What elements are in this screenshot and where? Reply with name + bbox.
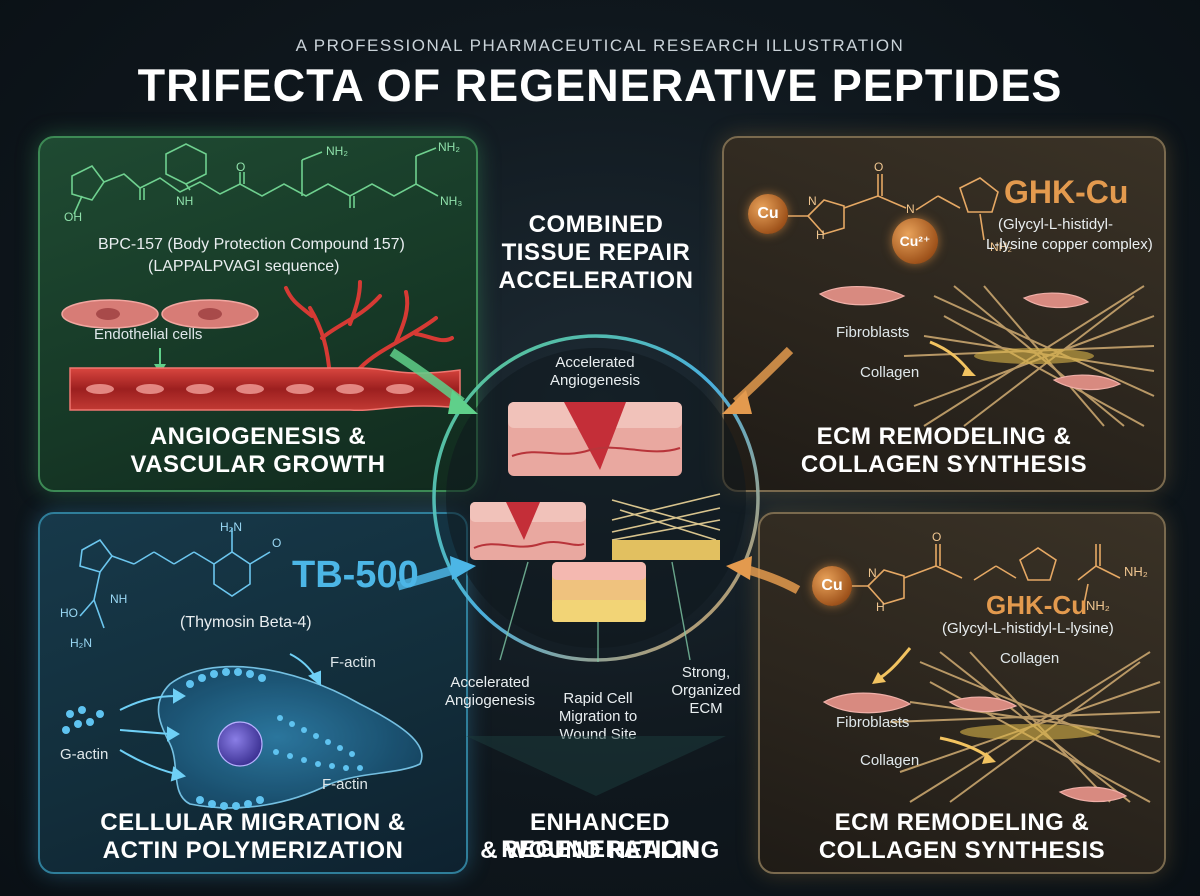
center-label-mid-line2: Migration to bbox=[558, 708, 638, 725]
ghk-bottom-chem-nh2-b: NH₂ bbox=[1086, 598, 1110, 613]
page-title: TRIFECTA OF REGENERATIVE PEPTIDES bbox=[137, 60, 1063, 111]
ghk-bottom-collagen-top-label: Collagen bbox=[1000, 650, 1060, 667]
tb-caption-line2: ACTIN POLYMERIZATION bbox=[102, 837, 404, 864]
cu-badge: Cu bbox=[748, 194, 788, 234]
ghk-bottom-desc: (Glycyl-L-histidyl-L-lysine) bbox=[942, 620, 1114, 637]
tb-brand: TB-500 bbox=[292, 554, 419, 596]
tb-chem-ho: HO bbox=[60, 606, 78, 620]
center-top-label-line2: Angiogenesis bbox=[549, 372, 641, 389]
ghk-top-fibroblasts-label: Fibroblasts bbox=[836, 324, 910, 341]
tissue-block-right bbox=[611, 493, 721, 560]
ghk-top-chem-n: N bbox=[808, 194, 817, 208]
center-top-label-line1: Accelerated bbox=[555, 354, 635, 371]
ghk-bottom-chem-h: H bbox=[876, 600, 885, 614]
tb-panel: HO H₂N NH H₂N O TB-500 (Thymosin Beta-4) bbox=[38, 512, 468, 874]
ghk-top-panel: Cu N H O N NH₂ Cu²⁺ GHK-Cu (Glycyl-L-his… bbox=[722, 136, 1166, 492]
tb-chem-o: O bbox=[272, 536, 282, 550]
tissue-block-left bbox=[470, 502, 586, 560]
tb-desc: (Thymosin Beta-4) bbox=[180, 614, 312, 631]
center-label-left-line2: Angiogenesis bbox=[444, 692, 536, 709]
ghk-bottom-brand: GHK-Cu bbox=[986, 590, 1088, 620]
bpc-chem-label-nh: NH bbox=[176, 194, 194, 208]
ghk-bottom-chem-o: O bbox=[932, 530, 942, 544]
bpc-structure-diagram bbox=[71, 143, 439, 215]
ghk-bottom-collagen-illustration bbox=[822, 647, 1161, 803]
center-label-right-line1: Strong, bbox=[681, 664, 731, 681]
tb-chem-h2n-b: H₂N bbox=[220, 520, 242, 534]
ghk-bottom-chem-n: N bbox=[868, 566, 877, 580]
tb-chem-h2n-a: H₂N bbox=[70, 636, 92, 650]
bpc-chem-label-nh2-a: NH₂ bbox=[326, 144, 348, 158]
tb-chem-nh: NH bbox=[110, 592, 128, 606]
blood-vessel-illustration bbox=[69, 280, 461, 412]
center-caption-line2: & WOUND HEALING bbox=[480, 837, 720, 864]
ghk-top-chem-nh2: NH₂ bbox=[990, 240, 1012, 254]
bpc-caption-line2: VASCULAR GROWTH bbox=[130, 451, 386, 478]
ghk-top-desc-line2: L-lysine copper complex) bbox=[986, 236, 1153, 253]
center-heading-line2: TISSUE REPAIR bbox=[501, 239, 691, 266]
ghk-top-desc-line1: (Glycyl-L-histidyl- bbox=[998, 216, 1114, 233]
ghk-bottom-panel: Cu N H O NH₂ NH₂ GHK-Cu (Glycyl-L-histid… bbox=[758, 512, 1166, 874]
bpc-name: BPC-157 (Body Protection Compound 157) bbox=[98, 236, 405, 253]
center-label-right-line3: ECM bbox=[689, 700, 723, 717]
bpc-chem-label-oh: OH bbox=[64, 210, 82, 224]
bpc-chem-label-o: O bbox=[236, 160, 246, 174]
endothelial-cells-illustration bbox=[61, 299, 259, 329]
bpc-chem-label-nh2-b: NH₂ bbox=[438, 140, 460, 154]
ghk-top-collagen-illustration bbox=[818, 285, 1155, 427]
bpc-panel: OH O NH NH₂ NH₂ NH₃ BPC-157 (Body Protec… bbox=[38, 136, 478, 492]
center-label-left-line1: Accelerated bbox=[450, 674, 530, 691]
orange-flow-arrowhead-bottom bbox=[726, 556, 752, 580]
ghk-bottom-caption-line1: ECM REMODELING & bbox=[834, 809, 1090, 836]
tissue-block-bottom bbox=[552, 562, 646, 622]
bpc-caption-line1: ANGIOGENESIS & bbox=[149, 423, 367, 450]
tissue-block-top bbox=[508, 402, 682, 476]
center-down-arrow bbox=[466, 736, 726, 796]
factin-bottom-label: F-actin bbox=[322, 776, 368, 793]
gactin-label: G-actin bbox=[60, 746, 109, 763]
center-heading-line1: COMBINED bbox=[528, 211, 664, 238]
center-label-mid-line1: Rapid Cell bbox=[563, 690, 633, 707]
actin-cell-illustration bbox=[62, 653, 423, 810]
cu-badge-bottom: Cu bbox=[812, 566, 852, 606]
ghk-top-chem-o: O bbox=[874, 160, 884, 174]
ghk-top-caption-line1: ECM REMODELING & bbox=[816, 423, 1072, 450]
ghk-bottom-caption-line2: COLLAGEN SYNTHESIS bbox=[818, 837, 1106, 864]
bpc-chem-label-nh3: NH₃ bbox=[440, 194, 463, 208]
center-caption-line1: ENHANCED REGENERATION bbox=[501, 809, 699, 863]
ghk-bottom-collagen-label: Collagen bbox=[860, 752, 920, 769]
ghk-bottom-chem-nh2-a: NH₂ bbox=[1124, 564, 1148, 579]
center-heading-line3: ACCELERATION bbox=[498, 267, 694, 294]
ghk-top-chem-n2: N bbox=[906, 202, 915, 216]
ghk-top-structure-diagram bbox=[788, 174, 999, 241]
tb-caption-line1: CELLULAR MIGRATION & bbox=[100, 809, 406, 836]
ghk-bottom-fibroblasts-label: Fibroblasts bbox=[836, 714, 910, 731]
tb-structure-diagram bbox=[79, 528, 271, 629]
ghk-top-caption-line2: COLLAGEN SYNTHESIS bbox=[800, 451, 1088, 478]
endothelial-cells-label: Endothelial cells bbox=[94, 326, 203, 343]
ghk-top-brand: GHK-Cu bbox=[1004, 174, 1129, 210]
header-kicker: A PROFESSIONAL PHARMACEUTICAL RESEARCH I… bbox=[295, 36, 905, 55]
factin-top-label: F-actin bbox=[330, 654, 376, 671]
bpc-sequence: (LAPPALPVAGI sequence) bbox=[148, 258, 340, 275]
ghk-bottom-structure-diagram bbox=[852, 544, 1121, 605]
ghk-top-collagen-label: Collagen bbox=[860, 364, 920, 381]
ghk-top-chem-h: H bbox=[816, 228, 825, 242]
center-label-right-line2: Organized bbox=[671, 682, 741, 699]
cu2-badge: Cu²⁺ bbox=[892, 218, 938, 264]
